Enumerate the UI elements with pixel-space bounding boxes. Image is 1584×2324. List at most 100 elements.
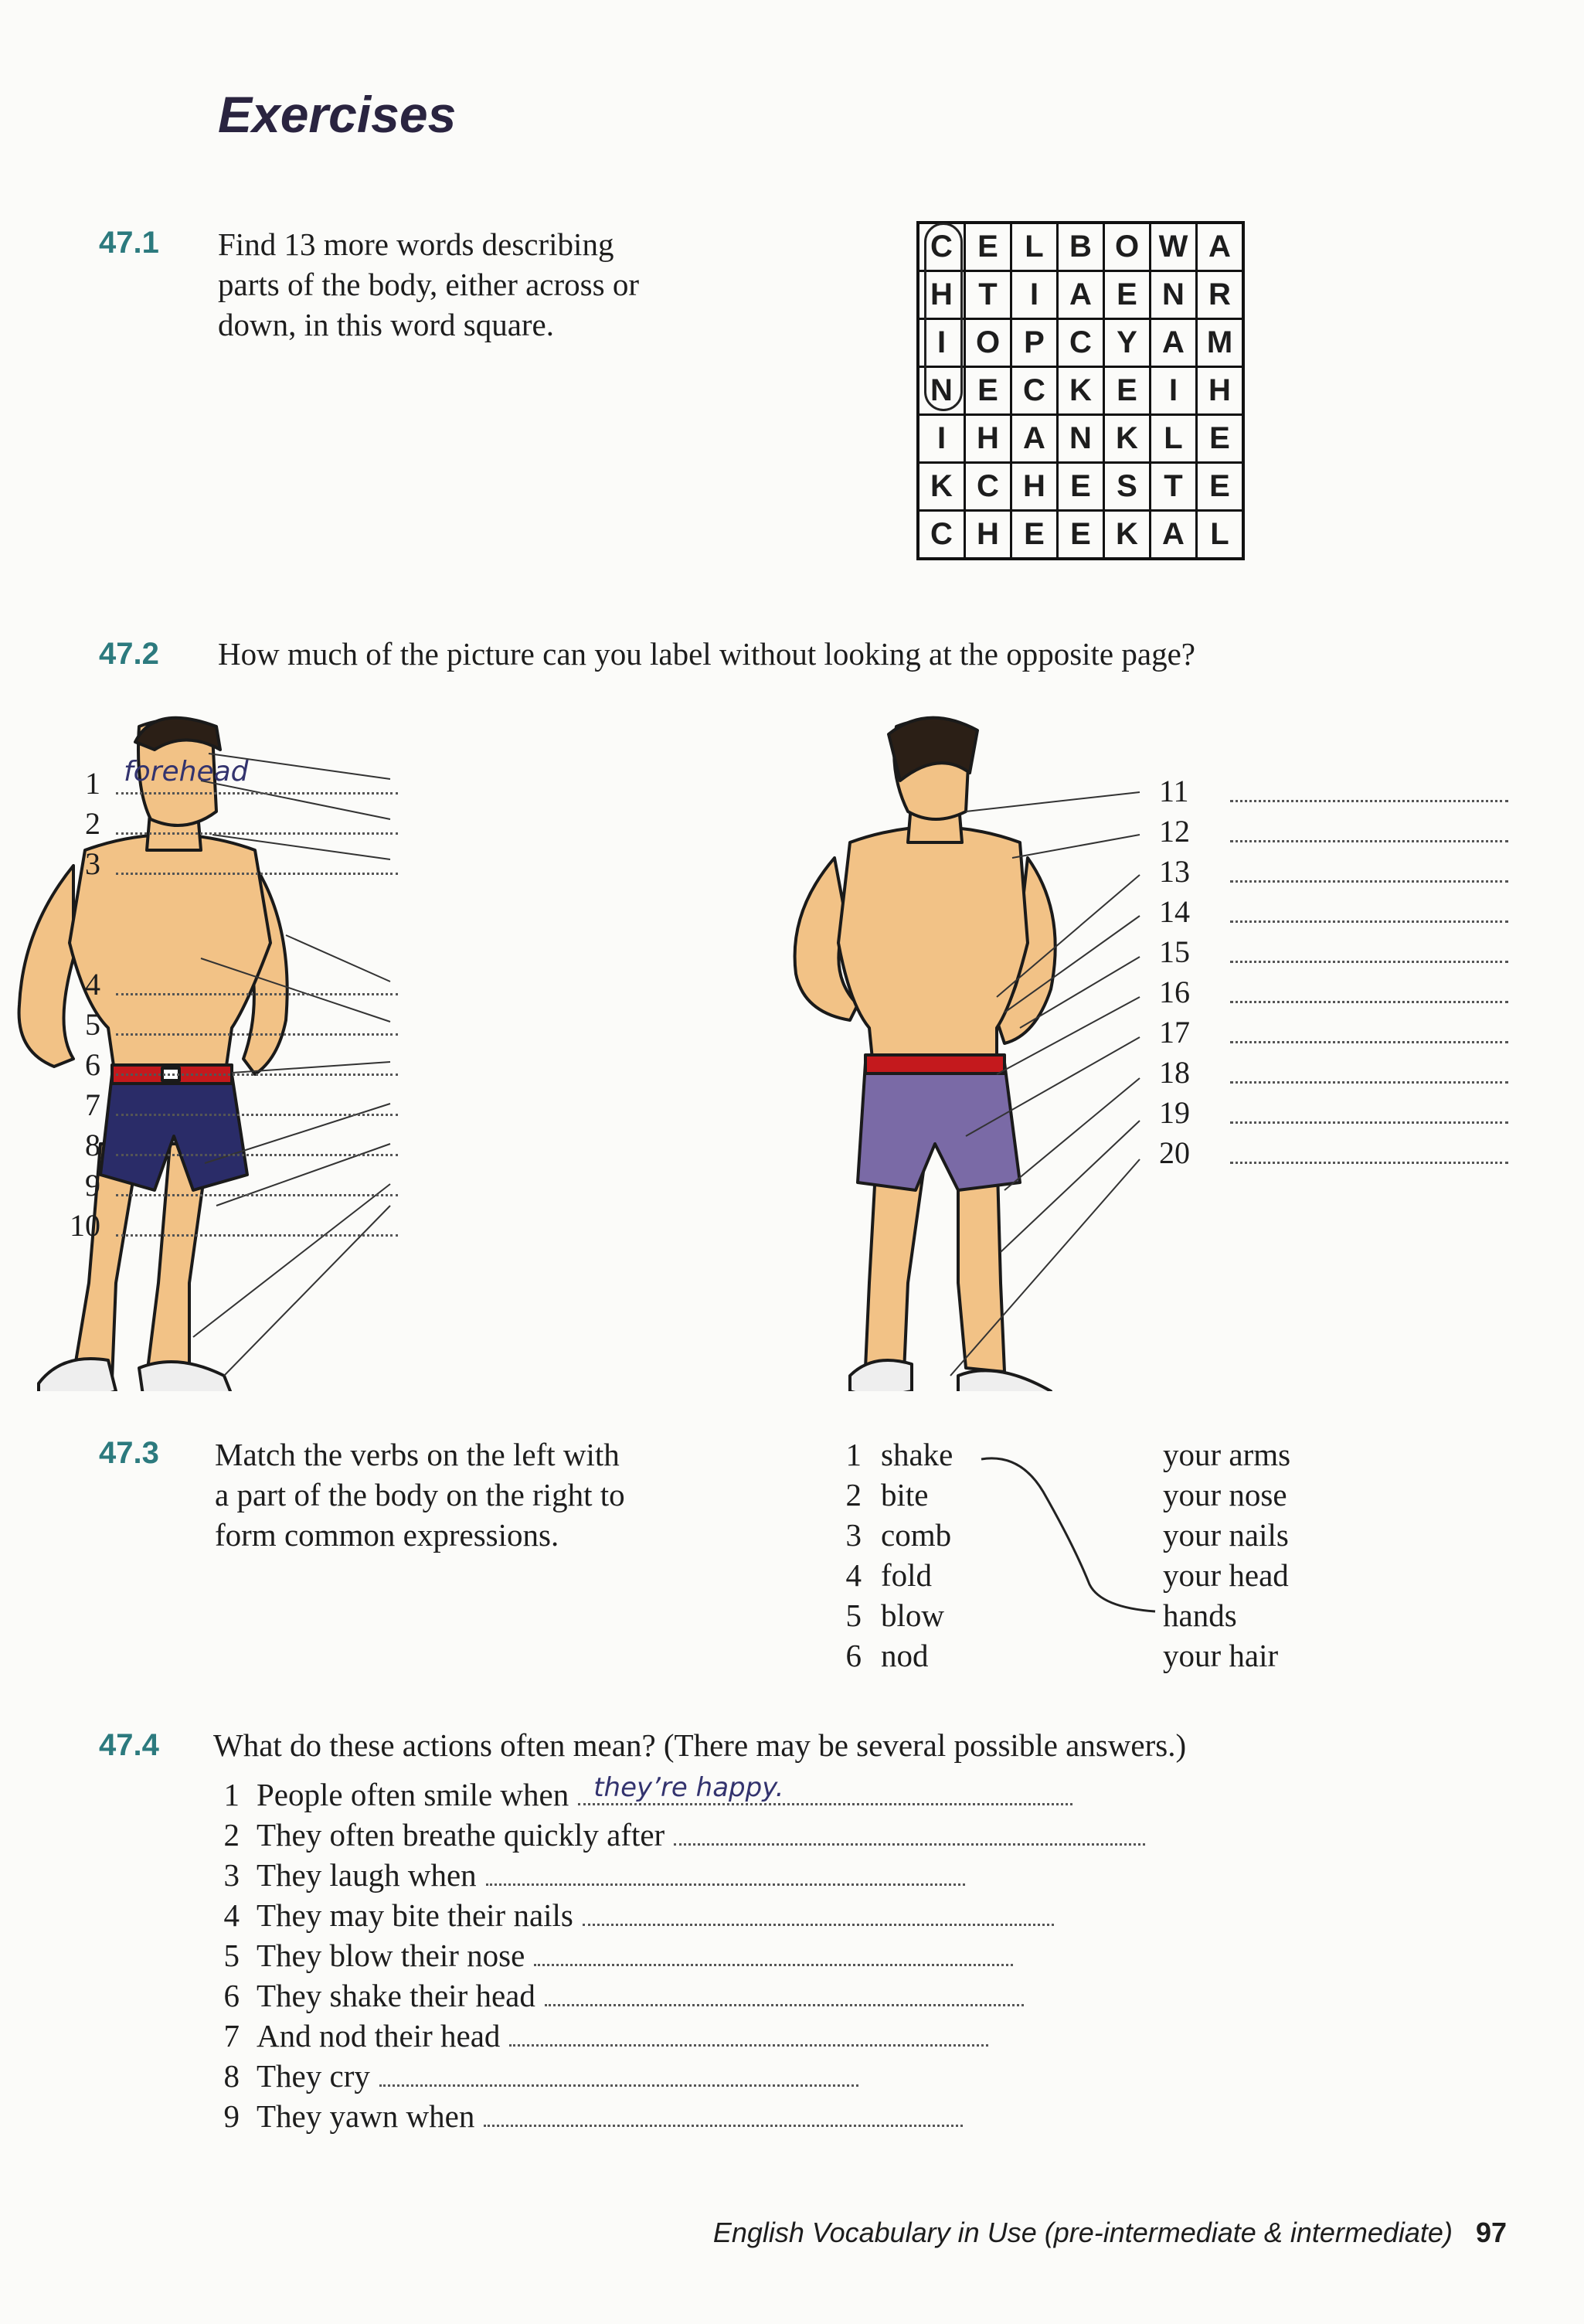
answer-line[interactable] xyxy=(116,873,398,875)
answer-line[interactable] xyxy=(116,993,398,995)
answer-line[interactable] xyxy=(116,792,398,795)
word-square-cell[interactable]: C xyxy=(916,509,966,560)
word-square-cell[interactable]: I xyxy=(1010,270,1059,320)
word-square-cell[interactable]: N xyxy=(1056,413,1105,464)
answer-line[interactable] xyxy=(116,832,398,835)
word-square-cell[interactable]: L xyxy=(1149,413,1198,464)
word-square-cell[interactable]: C xyxy=(964,461,1012,512)
answer-line[interactable] xyxy=(1230,1121,1508,1124)
word-square-cell[interactable]: T xyxy=(1149,461,1198,512)
word-square-cell[interactable]: K xyxy=(1103,509,1151,560)
body-part-item[interactable]: your head xyxy=(1163,1557,1289,1593)
answer-line[interactable] xyxy=(1230,1081,1508,1084)
word-square-cell[interactable]: A xyxy=(1010,413,1059,464)
word-square-cell[interactable]: H xyxy=(1010,461,1059,512)
answer-line[interactable] xyxy=(1230,800,1508,802)
answer-line[interactable] xyxy=(116,1234,398,1237)
answer-line[interactable] xyxy=(1230,840,1508,842)
answer-line[interactable] xyxy=(1230,1041,1508,1043)
word-square-cell[interactable]: A xyxy=(1195,221,1245,272)
word-square-cell[interactable]: H xyxy=(964,413,1012,464)
answer-line[interactable] xyxy=(485,1873,965,1886)
word-square-cell[interactable]: E xyxy=(1056,509,1105,560)
exercise-instruction: Find 13 more words describing parts of t… xyxy=(218,224,639,345)
page-footer: English Vocabulary in Use (pre-intermedi… xyxy=(713,2217,1507,2249)
answer-line[interactable] xyxy=(1230,961,1508,963)
word-square-cell[interactable]: B xyxy=(1056,221,1105,272)
answer-line[interactable] xyxy=(544,1993,1024,2006)
answer-line[interactable] xyxy=(116,1154,398,1156)
instruction-line: form common expressions. xyxy=(215,1517,559,1553)
word-square-cell[interactable]: E xyxy=(964,366,1012,416)
word-square-cell[interactable]: E xyxy=(1195,461,1245,512)
answer-line[interactable] xyxy=(534,1953,1014,1966)
label-11: 11 xyxy=(1159,773,1584,812)
word-square-cell[interactable]: E xyxy=(1010,509,1059,560)
word-square-cell[interactable]: S xyxy=(1103,461,1151,512)
answer-line[interactable] xyxy=(1230,880,1508,883)
word-square-cell[interactable]: A xyxy=(1149,509,1198,560)
body-part-item[interactable]: your nails xyxy=(1163,1517,1289,1553)
word-square-cell[interactable]: E xyxy=(964,221,1012,272)
answer-line[interactable] xyxy=(509,2033,989,2047)
word-square-cell[interactable]: C xyxy=(1056,318,1105,368)
word-square-cell[interactable]: I xyxy=(1149,366,1198,416)
word-square-cell[interactable]: K xyxy=(1056,366,1105,416)
word-square-cell[interactable]: A xyxy=(1056,270,1105,320)
word-square-cell[interactable]: C xyxy=(1010,366,1059,416)
body-part-item[interactable]: hands xyxy=(1163,1598,1237,1633)
label-20: 20 xyxy=(1159,1135,1584,1173)
answer-line[interactable] xyxy=(1230,920,1508,923)
word-square-cell[interactable]: E xyxy=(1195,413,1245,464)
word-square-cell[interactable]: T xyxy=(964,270,1012,320)
word-square-cell[interactable]: A xyxy=(1149,318,1198,368)
match-line xyxy=(981,1457,1156,1613)
instruction-line: a part of the body on the right to xyxy=(215,1477,625,1512)
word-square-cell[interactable]: N xyxy=(1149,270,1198,320)
answer-line[interactable] xyxy=(379,2074,858,2087)
word-square-cell[interactable]: K xyxy=(1103,413,1151,464)
word-square-cell[interactable]: Y xyxy=(1103,318,1151,368)
word-square-cell[interactable]: P xyxy=(1010,318,1059,368)
word-square-cell[interactable]: H xyxy=(1195,366,1245,416)
word-square-cell[interactable]: K xyxy=(916,461,966,512)
answer-line[interactable] xyxy=(116,1114,398,1116)
word-square-cell[interactable]: E xyxy=(1056,461,1105,512)
answer-line[interactable]: they’re happy. xyxy=(578,1772,1073,1805)
body-part-item[interactable]: your arms xyxy=(1163,1437,1291,1472)
answer-line[interactable] xyxy=(116,1074,398,1076)
word-square-cell[interactable]: E xyxy=(1103,270,1151,320)
answer-line[interactable] xyxy=(1230,1001,1508,1003)
answer-line[interactable] xyxy=(1230,1162,1508,1164)
word-square-cell[interactable]: O xyxy=(964,318,1012,368)
answer-line[interactable] xyxy=(484,2114,964,2127)
word-square-cell[interactable]: W xyxy=(1149,221,1198,272)
word-square-cell[interactable]: I xyxy=(916,413,966,464)
word-square-cell[interactable]: O xyxy=(1103,221,1151,272)
body-part-item[interactable]: your nose xyxy=(1163,1477,1287,1512)
body-part-item[interactable]: your hair xyxy=(1163,1638,1279,1673)
answer-line[interactable] xyxy=(674,1832,1146,1846)
word-square-cell[interactable]: E xyxy=(1103,366,1151,416)
word-square-cell[interactable]: R xyxy=(1195,270,1245,320)
word-square-cell[interactable]: M xyxy=(1195,318,1245,368)
word-square-cell[interactable]: L xyxy=(1010,221,1059,272)
word-square-cell[interactable]: H xyxy=(964,509,1012,560)
answer-line[interactable] xyxy=(582,1913,1054,1926)
word-square-cell[interactable]: L xyxy=(1195,509,1245,560)
answer-line[interactable] xyxy=(116,1033,398,1036)
body-part-list: your arms your nose your nails your head… xyxy=(1163,1436,1395,1677)
answer-line[interactable] xyxy=(116,1194,398,1196)
